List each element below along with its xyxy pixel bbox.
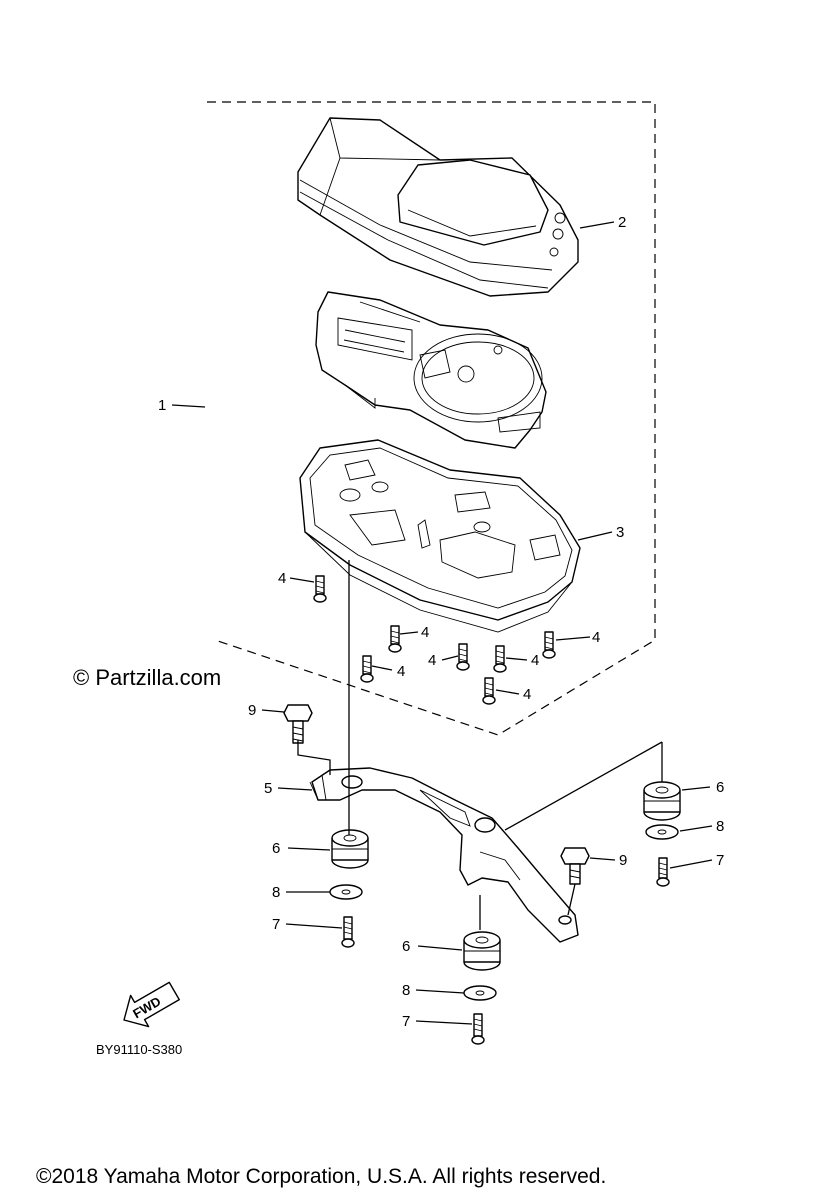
callout-8b[interactable]: 8 [272, 884, 280, 901]
callout-4d[interactable]: 4 [428, 652, 436, 669]
diagram-code: BY91110-S380 [96, 1042, 182, 1057]
meter-cover[interactable] [297, 117, 579, 297]
callout-3[interactable]: 3 [616, 524, 624, 541]
bolt-9a[interactable] [283, 704, 313, 744]
callout-4c[interactable]: 4 [397, 663, 405, 680]
callout-9a[interactable]: 9 [248, 702, 256, 719]
meter-bracket[interactable] [309, 767, 579, 943]
screw-4b[interactable] [388, 625, 402, 653]
callout-6c[interactable]: 6 [402, 938, 410, 955]
callout-4a[interactable]: 4 [278, 570, 286, 587]
copyright-notice: ©2018 Yamaha Motor Corporation, U.S.A. A… [36, 1165, 606, 1188]
callout-5[interactable]: 5 [264, 780, 272, 797]
assembly-lines [297, 560, 663, 930]
callout-1[interactable]: 1 [158, 397, 166, 414]
fwd-arrow-icon: FWD [123, 981, 180, 1028]
callout-4g[interactable]: 4 [523, 686, 531, 703]
watermark: © Partzilla.com [73, 665, 221, 690]
grommet-6b[interactable] [331, 829, 369, 869]
callout-9b[interactable]: 9 [619, 852, 627, 869]
screw-7a[interactable] [656, 857, 670, 887]
bolt-9b[interactable] [560, 847, 590, 885]
callout-7b[interactable]: 7 [272, 916, 280, 933]
meter-case[interactable] [299, 439, 581, 633]
washer-8c[interactable] [463, 985, 497, 1001]
callout-7a[interactable]: 7 [716, 852, 724, 869]
screws-4[interactable] [313, 575, 556, 705]
meter-display-unit[interactable] [315, 291, 547, 449]
callout-4f[interactable]: 4 [592, 629, 600, 646]
screw-4d[interactable] [456, 643, 470, 671]
callout-8c[interactable]: 8 [402, 982, 410, 999]
screw-7b[interactable] [341, 916, 355, 948]
callout-2[interactable]: 2 [618, 214, 626, 231]
leader-lines [171, 221, 713, 1025]
washer-8a[interactable] [645, 824, 679, 840]
callout-6b[interactable]: 6 [272, 840, 280, 857]
screw-4a[interactable] [313, 575, 327, 603]
grommet-6c[interactable] [463, 931, 501, 971]
grommet-6a[interactable] [643, 781, 681, 821]
callout-4b[interactable]: 4 [421, 624, 429, 641]
screw-4f[interactable] [542, 631, 556, 659]
callout-8a[interactable]: 8 [716, 818, 724, 835]
screw-4g[interactable] [482, 677, 496, 705]
screw-4e[interactable] [493, 645, 507, 673]
screw-4c[interactable] [360, 655, 374, 683]
washer-8b[interactable] [329, 884, 363, 900]
screw-7c[interactable] [471, 1013, 485, 1045]
callout-4e[interactable]: 4 [531, 652, 539, 669]
callouts: 1 2 3 4 4 4 4 4 4 4 5 6 6 6 7 7 7 8 8 8 … [158, 214, 724, 1030]
callout-7c[interactable]: 7 [402, 1013, 410, 1030]
callout-6a[interactable]: 6 [716, 779, 724, 796]
